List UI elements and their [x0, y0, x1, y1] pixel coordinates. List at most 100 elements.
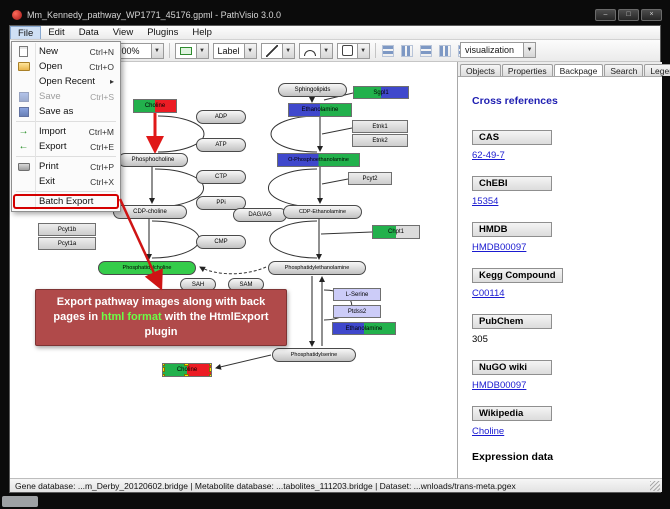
- status-text: Gene database: ...m_Derby_20120602.bridg…: [15, 480, 516, 491]
- menu-item-label: New: [39, 46, 59, 57]
- menubar-item-help[interactable]: Help: [192, 27, 212, 38]
- selection-handle[interactable]: [209, 374, 211, 376]
- distribute-vertical-button[interactable]: [436, 42, 455, 60]
- selection-handle[interactable]: [209, 364, 211, 366]
- xref-link[interactable]: HMDB00097: [472, 380, 527, 391]
- maximize-button[interactable]: □: [618, 9, 639, 21]
- save-as-icon: [13, 106, 34, 117]
- xref-source-name: Kegg Compound: [472, 268, 563, 283]
- chevron-down-icon: ▼: [356, 43, 369, 58]
- minimize-button[interactable]: –: [595, 9, 616, 21]
- pathway-node-phosphatidylcholine[interactable]: Phosphatidylcholine: [98, 261, 196, 275]
- menu-item-shortcut: Ctrl+S: [90, 91, 114, 102]
- pathway-node-etnk1[interactable]: Etnk1: [352, 120, 408, 133]
- line-tool-combo[interactable]: ▼: [260, 42, 295, 59]
- pathway-node-ctp[interactable]: CTP: [196, 170, 246, 184]
- menu-item-print[interactable]: Print Ctrl+P: [13, 159, 119, 174]
- xref-section-wikipedia: Wikipedia Choline: [472, 403, 648, 437]
- tab-properties[interactable]: Properties: [501, 64, 553, 76]
- menu-item-open[interactable]: Open Ctrl+O: [13, 59, 119, 74]
- visualization-combobox[interactable]: visualization ▼: [460, 42, 536, 58]
- menu-item-exit[interactable]: Exit Ctrl+X: [13, 174, 119, 189]
- pathway-node-choline[interactable]: Choline: [133, 99, 177, 113]
- selection-handle[interactable]: [184, 374, 189, 376]
- menu-item-save[interactable]: Save Ctrl+S: [13, 89, 119, 104]
- pathway-node-cdp-ethanolamine[interactable]: CDP-Ethanolamine: [283, 205, 362, 219]
- menu-item-label: Save: [39, 91, 61, 102]
- menu-separator: [16, 121, 116, 122]
- gene-tool-combo[interactable]: ▼: [174, 42, 209, 59]
- xref-link[interactable]: 62-49-7: [472, 150, 505, 161]
- pathway-node-ppi[interactable]: PPi: [196, 196, 246, 210]
- menu-item-new[interactable]: New Ctrl+N: [13, 44, 119, 59]
- menubar-item-plugins[interactable]: Plugins: [147, 27, 179, 38]
- selection-handle[interactable]: [163, 374, 165, 376]
- pathway-node-dag-ag[interactable]: DAG/AG: [233, 208, 287, 222]
- backpage-panel: Cross references CAS 62-49-7 ChEBI 15354…: [458, 77, 662, 471]
- xref-link[interactable]: 15354: [472, 196, 499, 207]
- tab-legend[interactable]: Legend: [644, 64, 670, 76]
- pathway-edges: [146, 92, 373, 370]
- selection-handle[interactable]: [163, 367, 165, 372]
- application-window: File Edit Data View Plugins Help Zoom: 1…: [9, 25, 670, 493]
- pathway-node-phosphocholine[interactable]: Phosphocholine: [118, 153, 188, 167]
- pathway-node-sgpl1[interactable]: Sgpl1: [353, 86, 409, 99]
- pathway-node-pcyt1a[interactable]: Pcyt1a: [38, 237, 96, 250]
- zoom-combobox[interactable]: 100% ▼: [111, 42, 164, 59]
- label-tool-text: Label: [217, 45, 240, 56]
- align-vertical-button[interactable]: [398, 42, 417, 60]
- arc-tool-combo[interactable]: ▼: [298, 42, 333, 59]
- xref-section-hmdb: HMDB HMDB00097: [472, 219, 648, 253]
- pathway-node-cmp[interactable]: CMP: [196, 235, 246, 249]
- menubar-item-data[interactable]: Data: [78, 27, 99, 38]
- menu-item-batch-export[interactable]: Batch Export: [13, 194, 119, 209]
- xref-source-name: ChEBI: [472, 176, 552, 191]
- align-horizontal-button[interactable]: [379, 42, 398, 60]
- menu-item-shortcut: Ctrl+O: [89, 61, 114, 72]
- xref-link[interactable]: C00114: [472, 288, 505, 299]
- pathway-node-l-serine[interactable]: L-Serine: [333, 288, 381, 301]
- menu-item-export[interactable]: ← Export Ctrl+E: [13, 139, 119, 154]
- pathway-node-phosphatidylserine[interactable]: Phosphatidylserine: [272, 348, 356, 362]
- pathway-node-adp[interactable]: ADP: [196, 110, 246, 124]
- pathway-node-chpt1[interactable]: Chpt1: [372, 225, 420, 239]
- selection-handle[interactable]: [209, 367, 211, 372]
- distribute-horizontal-button[interactable]: [417, 42, 436, 60]
- selection-handle[interactable]: [184, 364, 189, 366]
- tab-search[interactable]: Search: [604, 64, 644, 76]
- resize-grip[interactable]: [650, 480, 660, 491]
- menu-item-open-recent[interactable]: Open Recent ▸: [13, 74, 119, 89]
- pathway-node-ethanolamine[interactable]: Ethanolamine: [288, 103, 352, 117]
- pathway-node-etnk2[interactable]: Etnk2: [352, 134, 408, 147]
- tab-backpage[interactable]: Backpage: [553, 64, 604, 76]
- new-file-icon: [13, 46, 34, 57]
- pathway-node-pcyt2[interactable]: Pcyt2: [348, 172, 392, 185]
- pathway-node-phosphatidylethanolamine[interactable]: Phosphatidylethanolamine: [268, 261, 366, 275]
- open-folder-icon: [13, 62, 34, 71]
- import-icon: →: [18, 126, 29, 137]
- pathway-node-o-phosphoethanolamine[interactable]: O-Phosphoethanolamine: [277, 153, 360, 167]
- xref-link[interactable]: HMDB00097: [472, 242, 527, 253]
- pathway-node-atp[interactable]: ATP: [196, 138, 246, 152]
- shape-tool-combo[interactable]: ▼: [336, 42, 370, 59]
- pathway-node-ptdss2[interactable]: Ptdss2: [333, 305, 381, 318]
- pathway-node-pcyt1b[interactable]: Pcyt1b: [38, 223, 96, 236]
- pathway-node-cdp-choline[interactable]: CDP-choline: [113, 205, 187, 219]
- pathway-node-ethanolamine[interactable]: Ethanolamine: [332, 322, 396, 335]
- zoom-value: 100%: [116, 45, 140, 56]
- menu-item-import[interactable]: → Import Ctrl+M: [13, 124, 119, 139]
- close-button[interactable]: ×: [641, 9, 662, 21]
- menu-item-label: Export: [39, 141, 67, 152]
- selection-handle[interactable]: [163, 364, 165, 366]
- menubar-item-edit[interactable]: Edit: [48, 27, 65, 38]
- label-tool-combo[interactable]: Label▼: [212, 42, 257, 59]
- menubar-item-file[interactable]: File: [10, 26, 42, 39]
- pathway-node-sphingolipids[interactable]: Sphingolipids: [278, 83, 347, 97]
- pathway-node-choline[interactable]: Choline: [162, 363, 212, 377]
- menubar-item-view[interactable]: View: [112, 27, 134, 38]
- annotation-callout: Export pathway images along with back pa…: [35, 289, 287, 346]
- xref-link[interactable]: Choline: [472, 426, 505, 437]
- tab-objects[interactable]: Objects: [460, 64, 501, 76]
- menu-item-save-as[interactable]: Save as: [13, 104, 119, 119]
